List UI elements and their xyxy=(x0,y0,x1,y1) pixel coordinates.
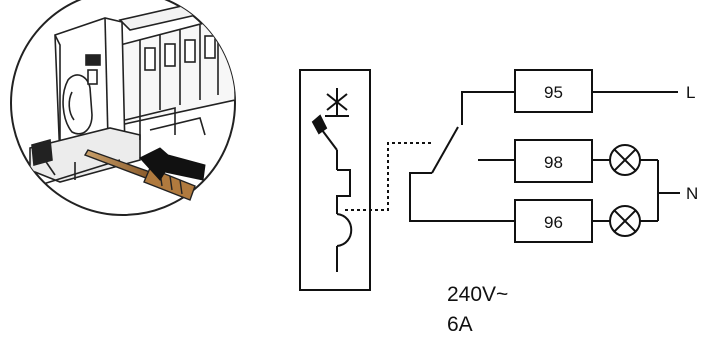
arrow-icon xyxy=(139,147,206,181)
terminal-96: 96 xyxy=(514,199,593,243)
live-label: L xyxy=(686,83,695,102)
terminal-98: 98 xyxy=(514,139,593,183)
lamp-icon xyxy=(609,205,641,237)
voltage-rating: 240V~ xyxy=(447,283,508,306)
terminal-95: 95 xyxy=(514,69,593,113)
terminal-98-label: 98 xyxy=(544,153,563,172)
mechanical-link xyxy=(345,142,432,211)
auxiliary-contact-circuit xyxy=(409,91,680,222)
installation-illustration xyxy=(10,0,236,216)
breaker-symbol xyxy=(299,69,371,291)
terminal-95-label: 95 xyxy=(544,83,563,102)
terminal-96-label: 96 xyxy=(544,213,563,232)
neutral-label: N xyxy=(686,184,698,203)
lamp-icon xyxy=(609,144,641,176)
current-rating: 6A xyxy=(447,313,473,336)
